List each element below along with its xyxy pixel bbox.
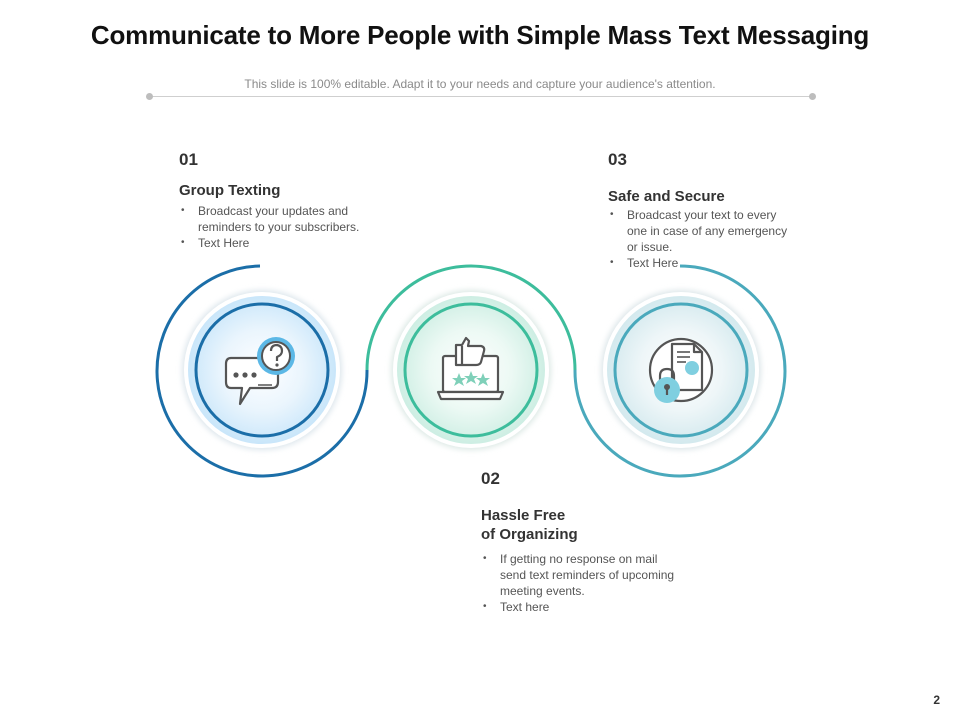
step-02-bullet-1: If getting no response on mail send text… bbox=[481, 551, 681, 599]
arc-step-01 bbox=[155, 264, 369, 478]
step-01-bullet-1: Broadcast your updates and reminders to … bbox=[179, 203, 384, 235]
step-03-bullet-2: Text Here bbox=[608, 255, 798, 271]
step-03-bullet-1: Broadcast your text to every one in case… bbox=[608, 207, 798, 255]
step-01-block: 01 Group Texting Broadcast your updates … bbox=[179, 150, 399, 251]
step-02-block: 02 Hassle Free of Organizing If getting … bbox=[481, 469, 701, 615]
step-01-number: 01 bbox=[179, 150, 198, 169]
step-01-heading: Group Texting bbox=[179, 182, 281, 199]
step-01-bullet-2: Text Here bbox=[179, 235, 384, 251]
step-02-number: 02 bbox=[481, 469, 500, 488]
arc-step-02 bbox=[365, 264, 577, 371]
subtitle-divider bbox=[150, 96, 812, 97]
step-02-heading-line-2: of Organizing bbox=[481, 526, 578, 543]
step-03-number: 03 bbox=[608, 150, 627, 169]
step-02-bullet-2: Text here bbox=[481, 599, 681, 615]
slide-title: Communicate to More People with Simple M… bbox=[90, 20, 870, 50]
step-02-heading-line-1: Hassle Free bbox=[481, 507, 566, 524]
page-number: 2 bbox=[933, 693, 940, 707]
step-02-bullets: If getting no response on mail send text… bbox=[481, 551, 681, 615]
step-03-block: 03 Safe and Secure Broadcast your text t… bbox=[608, 150, 808, 271]
divider-dot-right bbox=[809, 93, 816, 100]
arc-step-03 bbox=[573, 264, 787, 478]
step-03-bullets: Broadcast your text to every one in case… bbox=[608, 207, 798, 271]
step-01-bullets: Broadcast your updates and reminders to … bbox=[179, 203, 384, 251]
chat-question-icon bbox=[224, 337, 295, 406]
secure-document-lock-icon bbox=[648, 337, 714, 403]
laptop-thumbs-up-rating-icon bbox=[436, 336, 505, 401]
divider-dot-left bbox=[146, 93, 153, 100]
step-03-heading: Safe and Secure bbox=[608, 188, 725, 205]
slide-subtitle: This slide is 100% editable. Adapt it to… bbox=[244, 77, 716, 91]
